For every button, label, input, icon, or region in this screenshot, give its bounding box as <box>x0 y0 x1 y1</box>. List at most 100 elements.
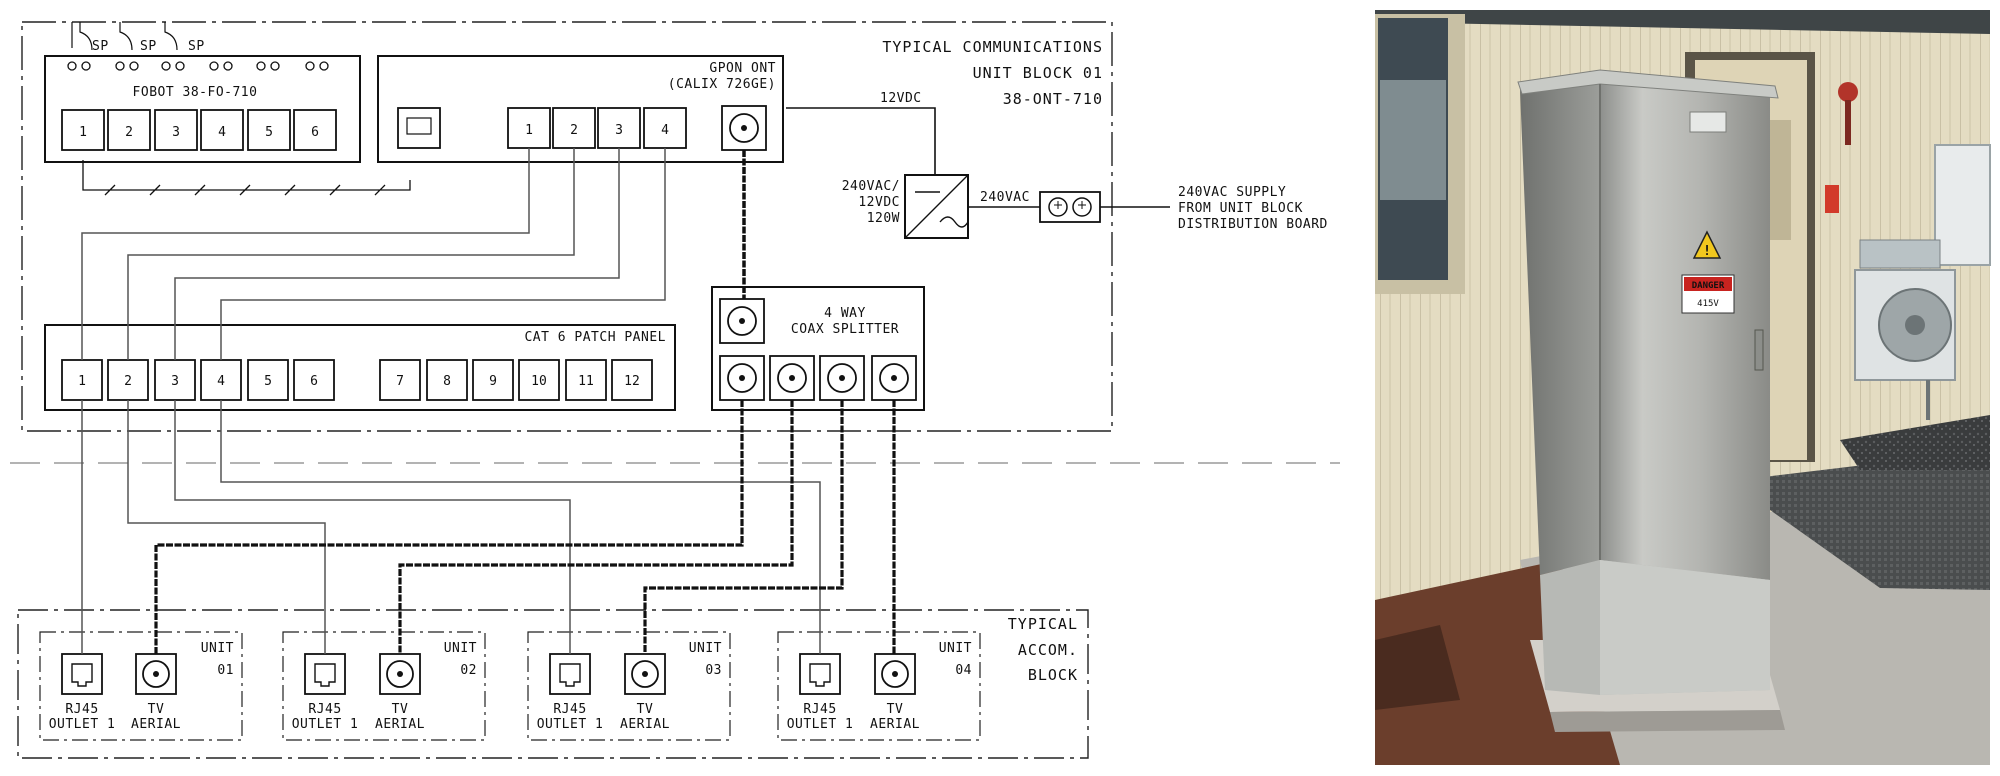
svg-text:UNIT: UNIT <box>444 641 477 656</box>
comms-block: TYPICAL COMMUNICATIONS UNIT BLOCK 01 38-… <box>10 21 1340 464</box>
psu-rating-line-3: 120W <box>867 211 900 226</box>
splice-label-1: SP <box>92 39 109 54</box>
patch-port-3: 3 <box>154 359 196 401</box>
fobot-port-2: 2 <box>107 109 151 151</box>
alarm-bell <box>1838 82 1858 102</box>
svg-text:7: 7 <box>396 374 404 389</box>
svg-text:10: 10 <box>531 374 547 389</box>
unit-02: UNIT 02 RJ45 OUTLET 1 TV AERIAL <box>282 631 486 741</box>
danger-sign-title: DANGER <box>1692 281 1725 291</box>
fobot-port-4: 4 <box>200 109 244 151</box>
patch-port-12: 12 <box>611 359 653 401</box>
gpo-outlet <box>1039 191 1101 223</box>
svg-text:1: 1 <box>79 125 87 140</box>
patch-panel-label: CAT 6 PATCH PANEL <box>524 330 666 345</box>
svg-text:UNIT: UNIT <box>201 641 234 656</box>
splitter-output-3 <box>819 355 865 401</box>
svg-text:1: 1 <box>78 374 86 389</box>
svg-text:!: ! <box>1703 244 1711 259</box>
dc-feed-line <box>786 107 936 175</box>
patch-port-5: 5 <box>247 359 289 401</box>
svg-text:12: 12 <box>624 374 640 389</box>
ont-label-line-2: (CALIX 726GE) <box>668 77 776 92</box>
svg-text:2: 2 <box>570 123 578 138</box>
accom-title-line-2: ACCOM. <box>1018 641 1078 659</box>
svg-text:11: 11 <box>578 374 594 389</box>
fobot-connector-dots <box>67 61 329 71</box>
ont-port-2: 2 <box>552 107 596 149</box>
ont-port-4: 4 <box>643 107 687 149</box>
svg-text:3: 3 <box>172 125 180 140</box>
window <box>1375 14 1465 294</box>
svg-text:02: 02 <box>460 663 477 678</box>
comms-title-line-1: TYPICAL COMMUNICATIONS <box>882 38 1103 56</box>
svg-text:2: 2 <box>124 374 132 389</box>
svg-text:OUTLET 1: OUTLET 1 <box>787 717 854 732</box>
supply-label-line-2: FROM UNIT BLOCK <box>1178 201 1303 216</box>
svg-text:3: 3 <box>615 123 623 138</box>
svg-text:RJ45: RJ45 <box>553 702 586 717</box>
svg-text:UNIT: UNIT <box>689 641 722 656</box>
svg-text:RJ45: RJ45 <box>65 702 98 717</box>
ont-enclosure: GPON ONT (CALIX 726GE) 1 2 3 4 <box>377 55 784 163</box>
svg-text:1: 1 <box>525 123 533 138</box>
coax-downlinks <box>154 400 896 654</box>
tv-aerial-outlet-icon <box>624 653 666 695</box>
supply-label-line-1: 240VAC SUPPLY <box>1178 185 1286 200</box>
accom-block: TYPICAL ACCOM. BLOCK UNIT 01 RJ45 OUTLET… <box>17 609 1089 759</box>
danger-sign: DANGER 415V <box>1681 274 1735 314</box>
svg-text:AERIAL: AERIAL <box>131 717 181 732</box>
site-photo: ! DANGER 415V <box>1375 10 1991 765</box>
svg-text:OUTLET 1: OUTLET 1 <box>537 717 604 732</box>
fobot-label: FOBOT 38-FO-710 <box>133 85 258 100</box>
fobot-port-6: 6 <box>293 109 337 151</box>
svg-text:03: 03 <box>705 663 722 678</box>
svg-text:3: 3 <box>171 374 179 389</box>
patch-port-9: 9 <box>472 359 514 401</box>
comms-cabinet: ! DANGER 415V <box>1517 69 1779 695</box>
patch-panel: CAT 6 PATCH PANEL 1 2 3 4 5 6 7 8 9 10 1… <box>44 324 676 411</box>
cat6-downlinks <box>81 400 821 654</box>
coax-splitter: 4 WAY COAX SPLITTER <box>711 286 925 411</box>
svg-text:8: 8 <box>443 374 451 389</box>
patch-port-7: 7 <box>379 359 421 401</box>
svg-text:4: 4 <box>217 374 225 389</box>
svg-text:AERIAL: AERIAL <box>870 717 920 732</box>
comms-title-line-3: 38-ONT-710 <box>1003 90 1103 108</box>
svg-text:6: 6 <box>310 374 318 389</box>
fobot-port-3: 3 <box>154 109 198 151</box>
ont-to-patch-leads <box>81 148 666 360</box>
accom-title-line-1: TYPICAL <box>1008 615 1078 633</box>
unit-03: UNIT 03 RJ45 OUTLET 1 TV AERIAL <box>527 631 731 741</box>
patch-port-4: 4 <box>200 359 242 401</box>
splitter-label-line-2: COAX SPLITTER <box>791 322 899 337</box>
svg-text:TV: TV <box>887 702 904 717</box>
svg-text:UNIT: UNIT <box>939 641 972 656</box>
dc-feed-label: 12VDC <box>880 91 922 106</box>
svg-text:5: 5 <box>264 374 272 389</box>
splitter-label-line-1: 4 WAY <box>824 306 866 321</box>
tv-aerial-outlet-icon <box>874 653 916 695</box>
fobot-port-5: 5 <box>247 109 291 151</box>
svg-text:TV: TV <box>392 702 409 717</box>
tv-aerial-outlet-icon <box>379 653 421 695</box>
rj45-outlet-icon <box>549 653 591 695</box>
ont-port-3: 3 <box>597 107 641 149</box>
comms-block-boundary <box>21 21 1113 432</box>
unit-01: UNIT 01 RJ45 OUTLET 1 TV AERIAL <box>39 631 243 741</box>
psu-rating-line-1: 240VAC/ <box>842 179 900 194</box>
splitter-output-1 <box>719 355 765 401</box>
accom-block-boundary <box>17 609 1089 759</box>
svg-text:AERIAL: AERIAL <box>375 717 425 732</box>
patch-port-2: 2 <box>107 359 149 401</box>
svg-text:AERIAL: AERIAL <box>620 717 670 732</box>
svg-text:9: 9 <box>489 374 497 389</box>
rj45-outlet-icon <box>61 653 103 695</box>
svg-text:OUTLET 1: OUTLET 1 <box>49 717 116 732</box>
patch-port-11: 11 <box>565 359 607 401</box>
svg-text:4: 4 <box>661 123 669 138</box>
svg-text:5: 5 <box>265 125 273 140</box>
fobot-enclosure: FOBOT 38-FO-710 SP SP SP 1 2 3 4 5 6 <box>44 22 411 196</box>
ont-coax-port <box>721 105 767 151</box>
